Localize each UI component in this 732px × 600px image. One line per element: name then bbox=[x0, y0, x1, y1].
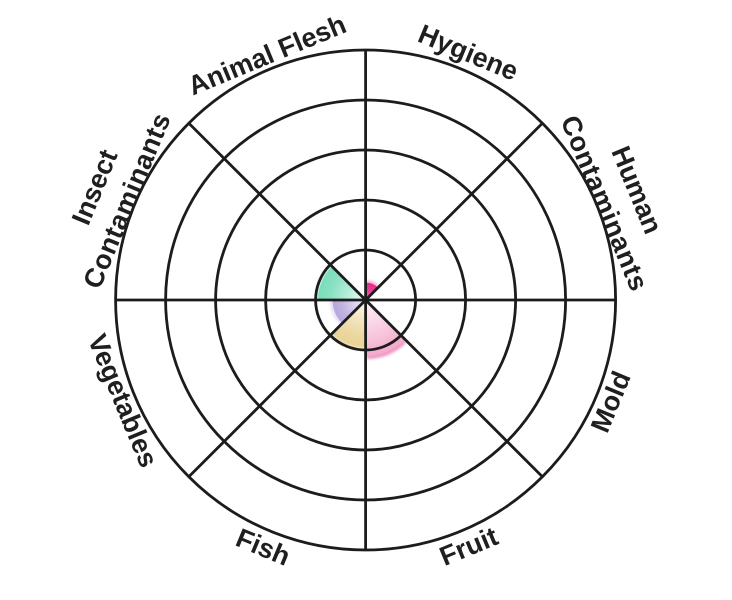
svg-text:HumanContaminants: HumanContaminants bbox=[555, 98, 687, 296]
svg-text:Hygiene: Hygiene bbox=[414, 19, 523, 87]
svg-text:Fish: Fish bbox=[232, 523, 295, 572]
svg-text:InsectContaminants: InsectContaminants bbox=[45, 95, 177, 293]
svg-text:Vegetables: Vegetables bbox=[82, 330, 164, 472]
svg-text:Animal Flesh: Animal Flesh bbox=[184, 9, 351, 101]
